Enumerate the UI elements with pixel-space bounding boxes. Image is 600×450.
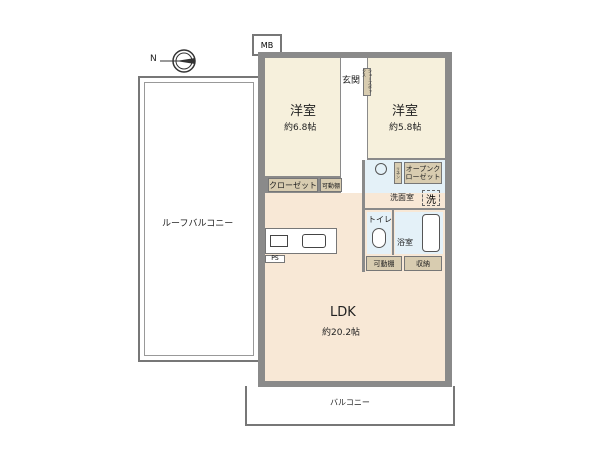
open-closet: オープンクローゼット: [404, 162, 442, 184]
entrance-label: 玄関: [342, 76, 361, 86]
western-room-2-size: 約5.8帖: [389, 123, 422, 133]
bathtub-icon: [422, 214, 440, 252]
western-room-1-size: 約6.8帖: [284, 123, 317, 133]
sink-icon: [302, 234, 326, 248]
stove-icon: [270, 235, 288, 247]
storage: 収納: [404, 256, 442, 271]
kitchen-counter: [265, 228, 337, 254]
balcony: [245, 386, 455, 426]
shelf-2: 可動棚: [366, 256, 402, 271]
pipe-space: PS: [265, 255, 285, 263]
western-room-2-name: 洋室: [392, 104, 419, 119]
western-room-2: [368, 58, 445, 158]
linen: リネン: [394, 162, 402, 184]
closet: クローゼット: [268, 178, 318, 192]
washer-space: 洗: [422, 190, 440, 206]
north-label: N: [150, 54, 157, 64]
shelf-1: 可動棚: [320, 178, 342, 192]
ldk-name: LDK: [330, 305, 356, 320]
balcony-label: バルコニー: [330, 398, 370, 407]
washroom-label: 洗面室: [390, 193, 414, 202]
compass-icon: [160, 49, 196, 73]
ldk-size: 約20.2帖: [322, 328, 361, 338]
roof-balcony-label: ルーフバルコニー: [162, 219, 234, 229]
drain-icon: [375, 163, 387, 175]
toilet-label: トイレ: [368, 215, 392, 224]
toilet-icon: [372, 228, 386, 248]
western-room-1-name: 洋室: [290, 104, 317, 119]
western-room-1: [265, 58, 340, 176]
shoebox: シューズボックス: [362, 68, 373, 96]
bath-label: 浴室: [397, 238, 413, 247]
